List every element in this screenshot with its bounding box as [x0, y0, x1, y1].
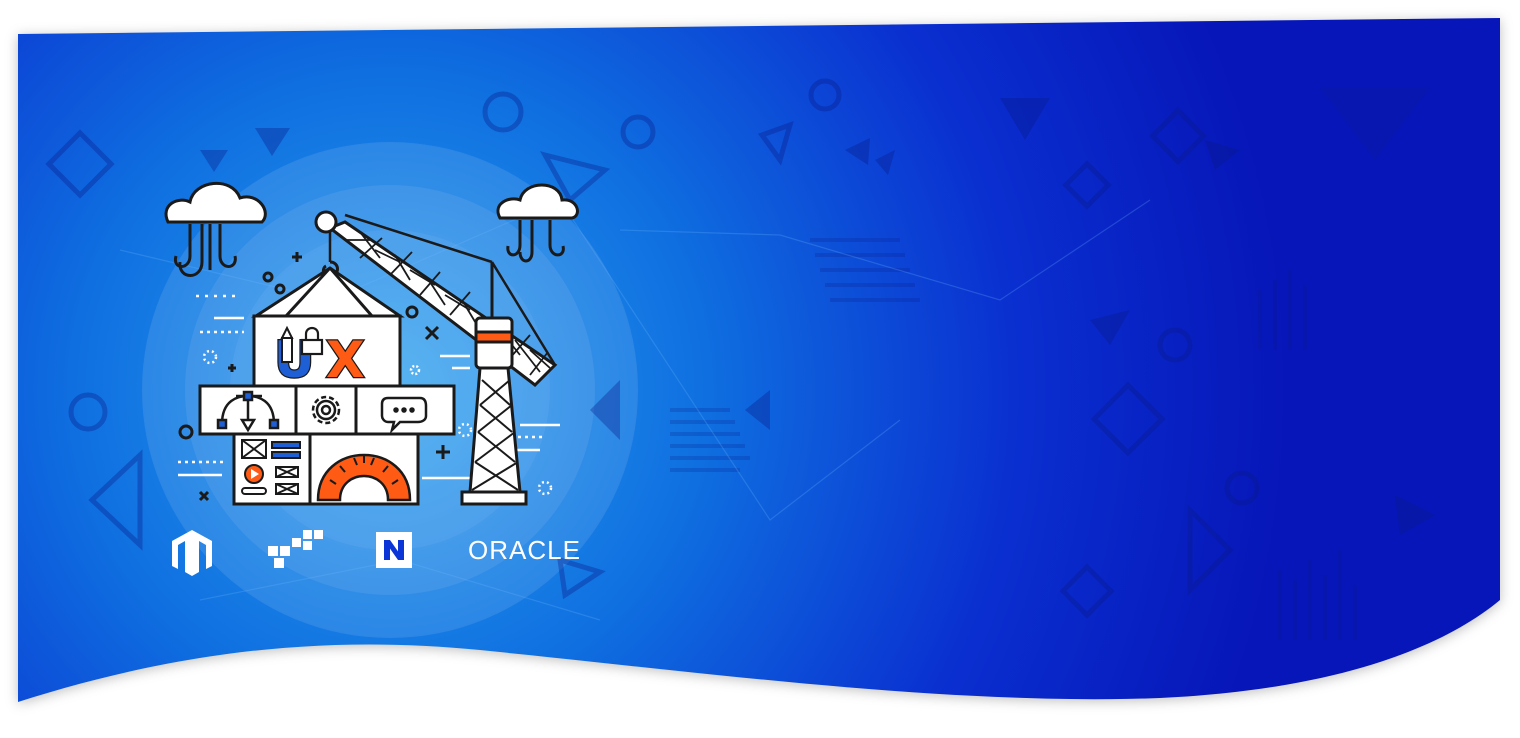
crane-icon [314, 210, 558, 506]
wireframe-layout-icon [241, 439, 301, 495]
padlock-icon [300, 326, 324, 356]
chat-bubble-icon [380, 396, 428, 435]
pencil-icon [280, 325, 294, 363]
vector-pen-tool-icon [216, 390, 280, 433]
gear-icon [311, 395, 341, 425]
banner-background [18, 18, 1500, 702]
cloud-left-icon [164, 182, 267, 277]
ux-block: U X [252, 314, 402, 390]
aws-cubes-logo-icon [268, 530, 323, 568]
magento-logo-icon [172, 530, 212, 576]
cloud-right-icon [496, 183, 579, 263]
sparkle-marks [178, 294, 560, 496]
protractor-icon [316, 453, 412, 502]
decorative-shapes [45, 78, 1260, 619]
decorative-striped-shapes [670, 238, 1357, 640]
netsuite-logo-icon [376, 532, 412, 568]
ux-construction-illustration: U X [164, 182, 581, 576]
oracle-logo-label: ORACLE [468, 535, 581, 565]
plus-and-circle-marks [178, 252, 450, 502]
building-roof-icon [250, 266, 405, 318]
decorative-triangles [200, 88, 1435, 535]
ux-badge-letter-x: X [326, 331, 365, 389]
